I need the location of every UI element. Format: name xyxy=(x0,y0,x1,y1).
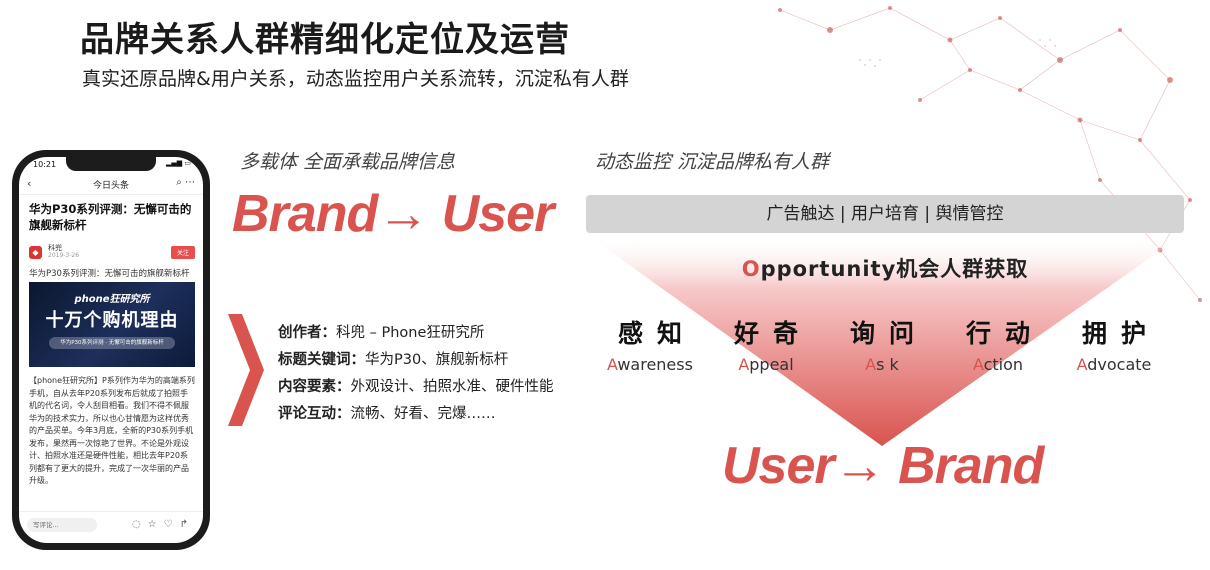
search-more-icons[interactable]: ⌕ ⋯ xyxy=(176,177,195,188)
author-name-text: 科兜 xyxy=(48,244,62,252)
follow-button[interactable]: 关注 xyxy=(170,245,195,259)
article-body: 【phone狂研究所】P系列作为华为的高端系列手机，自从去年P20系列发布后就成… xyxy=(29,376,195,485)
network-decoration xyxy=(778,6,1202,302)
stage-en-first: A xyxy=(607,355,618,374)
info-key: 创作者： xyxy=(278,325,336,341)
stage-en: As k xyxy=(827,355,937,374)
stage-en: Awareness xyxy=(595,355,705,374)
user-to-brand-label: User→ Brand xyxy=(722,437,1044,495)
author-logo-icon: ◆ xyxy=(29,245,42,259)
brand-to-user-label: Brand→ User xyxy=(232,185,554,243)
info-value: 流畅、好看、完爆…… xyxy=(350,406,496,422)
channel-bar: 广告触达 | 用户培育 | 舆情管控 xyxy=(586,195,1184,233)
app-name: 今日头条 xyxy=(92,181,129,191)
stage-advocate: 拥护 Advocate xyxy=(1059,314,1169,374)
opportunity-first-letter: O xyxy=(741,257,761,281)
author-name[interactable]: 科兜 2019-3-26 xyxy=(48,244,79,260)
article-caption: 华为P30系列评测：无懈可击的旗舰新标杆 xyxy=(29,269,190,279)
app-bar: ‹ 今日头条 ⌕ ⋯ xyxy=(19,175,203,195)
phone-screen: 10:21 ▂▄▆ ▭ ‹ 今日头条 ⌕ ⋯ 华为P30系列评测：无懈可击的旗舰… xyxy=(19,157,203,543)
info-key: 评论互动： xyxy=(278,406,351,422)
signal-battery-icon: ▂▄▆ ▭ xyxy=(166,159,191,167)
info-row: 评论互动：流畅、好看、完爆…… xyxy=(278,401,554,428)
banner-subline: 华为P30系列评测 · 无懈可击的旗舰新标杆 xyxy=(49,337,175,349)
phone-notch xyxy=(66,157,156,171)
info-value: 华为P30、旗舰新标杆 xyxy=(365,352,509,368)
banner-headline: 十万个购机理由 xyxy=(45,310,179,331)
comment-bar: 写评论... ◌☆♡↱ xyxy=(19,511,203,537)
info-value: 科兜 – Phone狂研究所 xyxy=(336,325,485,341)
stage-en-rest: wareness xyxy=(617,355,693,374)
stage-appeal: 好奇 Appeal xyxy=(711,314,821,374)
info-key: 内容要素： xyxy=(278,379,351,395)
stage-cn: 好奇 xyxy=(733,319,812,348)
author-row: ◆ 科兜 2019-3-26 关注 xyxy=(29,241,195,263)
chevron-right-icon xyxy=(228,314,264,426)
article-banner[interactable]: phone狂研究所 十万个购机理由 华为P30系列评测 · 无懈可击的旗舰新标杆 xyxy=(29,282,195,367)
stage-en-rest: dvocate xyxy=(1087,355,1152,374)
stage-en-first: A xyxy=(865,355,877,374)
stage-cn: 询问 xyxy=(849,319,928,348)
stage-cn: 行动 xyxy=(965,319,1044,348)
banner-brand: phone狂研究所 xyxy=(74,294,150,305)
stage-en-first: A xyxy=(972,355,984,374)
stage-cn: 拥护 xyxy=(1081,319,1160,348)
stage-en-first: A xyxy=(738,355,750,374)
opportunity-rest: pportunity机会人群获取 xyxy=(760,257,1029,281)
stage-ask: 询问 As k xyxy=(827,314,937,374)
info-key: 标题关键词： xyxy=(278,352,365,368)
info-row: 标题关键词：华为P30、旗舰新标杆 xyxy=(278,347,554,374)
info-row: 创作者：科兜 – Phone狂研究所 xyxy=(278,320,554,347)
page-title: 品牌关系人群精细化定位及运营 xyxy=(80,20,570,60)
author-date: 2019-3-26 xyxy=(48,252,80,259)
opportunity-title: Opportunity机会人群获取 xyxy=(586,253,1184,283)
stage-action: 行动 Action xyxy=(943,314,1053,374)
funnel-shape xyxy=(586,234,1184,446)
back-icon[interactable]: ‹ xyxy=(27,177,32,190)
stage-en: Appeal xyxy=(711,355,821,374)
stage-en-first: A xyxy=(1076,355,1088,374)
info-value: 外观设计、拍照水准、硬件性能 xyxy=(350,379,554,395)
article-title[interactable]: 华为P30系列评测：无懈可击的旗舰新标杆 xyxy=(29,202,192,232)
monitor-heading: 动态监控 沉淀品牌私有人群 xyxy=(595,151,830,173)
stage-en: Advocate xyxy=(1059,355,1169,374)
stage-cn: 感知 xyxy=(617,319,696,348)
status-time: 10:21 xyxy=(33,160,57,169)
phone-mockup: 10:21 ▂▄▆ ▭ ‹ 今日头条 ⌕ ⋯ 华为P30系列评测：无懈可击的旗舰… xyxy=(12,150,210,550)
content-info-list: 创作者：科兜 – Phone狂研究所 标题关键词：华为P30、旗舰新标杆 内容要… xyxy=(278,320,554,428)
stage-awareness: 感知 Awareness xyxy=(595,314,705,374)
stage-en: Action xyxy=(943,355,1053,374)
stage-en-rest: s k xyxy=(876,355,899,374)
carrier-heading: 多载体 全面承载品牌信息 xyxy=(240,151,456,173)
stage-en-rest: ppeal xyxy=(749,355,794,374)
stage-en-rest: ction xyxy=(983,355,1024,374)
comment-input[interactable]: 写评论... xyxy=(27,517,97,532)
info-row: 内容要素：外观设计、拍照水准、硬件性能 xyxy=(278,374,554,401)
comment-action-icons[interactable]: ◌☆♡↱ xyxy=(131,519,195,530)
page-subtitle: 真实还原品牌&用户关系，动态监控用户关系流转，沉淀私有人群 xyxy=(82,68,629,90)
